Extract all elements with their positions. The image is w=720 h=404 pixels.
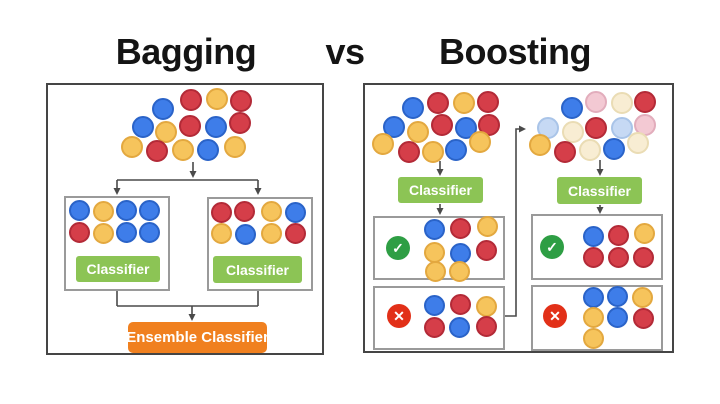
ensemble-classifier-box: Ensemble Classifier — [126, 322, 269, 353]
title-vs: vs — [325, 31, 365, 72]
check-icon: ✓ — [386, 236, 410, 260]
title-bagging: Bagging — [115, 31, 257, 72]
boosting-classifier-1-box: Classifier — [398, 177, 483, 203]
cross-icon: ✕ — [387, 304, 411, 328]
bagging-classifier-2-box: Classifier — [213, 256, 302, 283]
check-icon: ✓ — [540, 235, 564, 259]
cross-icon: ✕ — [543, 304, 567, 328]
bagging-classifier-1-box: Classifier — [76, 256, 160, 282]
boosting-classifier-2-box: Classifier — [557, 177, 642, 204]
title-boosting: Boosting — [439, 31, 591, 72]
